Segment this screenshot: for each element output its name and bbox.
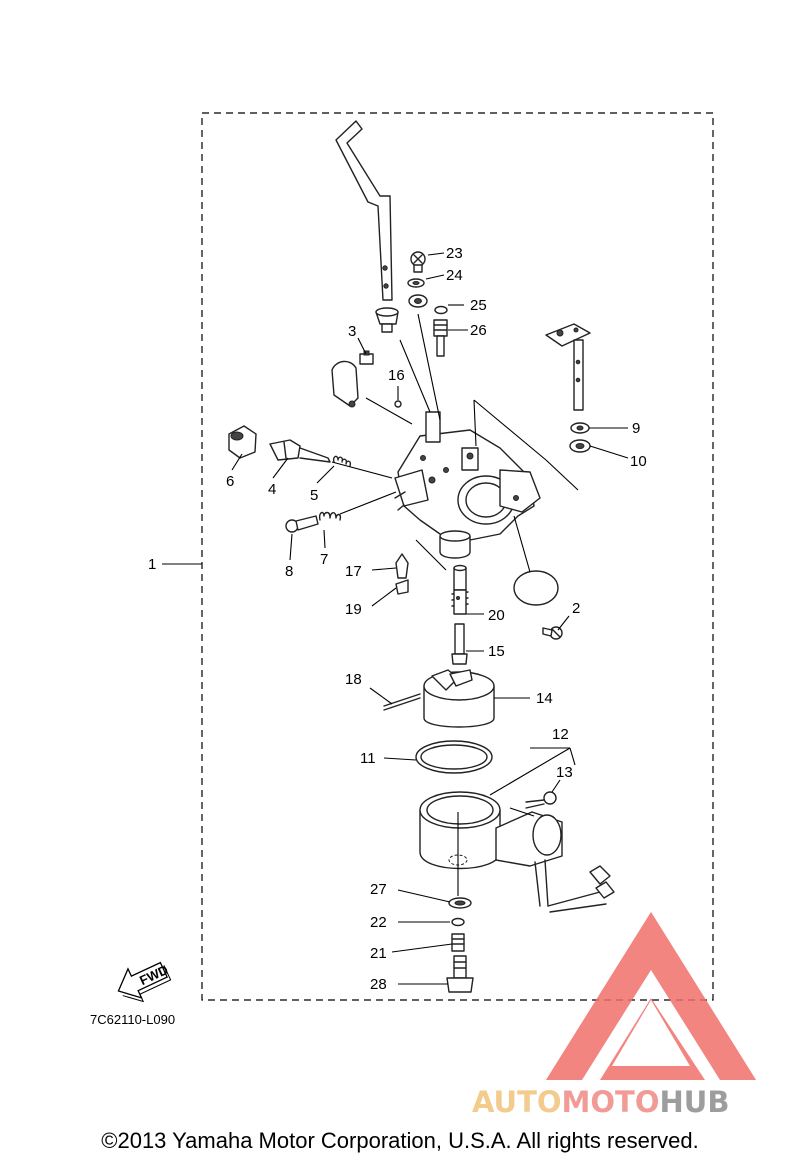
drawing-code: 7C62110-L090 bbox=[90, 1012, 175, 1027]
callout-18: 18 bbox=[345, 671, 362, 688]
callout-22: 22 bbox=[370, 914, 387, 931]
callout-7: 7 bbox=[320, 551, 328, 568]
callout-13: 13 bbox=[556, 764, 573, 781]
assembly-lines bbox=[331, 313, 579, 896]
washer-upper bbox=[408, 294, 428, 308]
screw-3 bbox=[359, 350, 374, 365]
choke-plate bbox=[331, 360, 359, 408]
cap-6 bbox=[228, 425, 257, 459]
assembly-boundary bbox=[201, 112, 714, 1001]
emulsion-tube-20 bbox=[451, 564, 469, 615]
needle-valve-17 bbox=[395, 553, 409, 579]
callout-5: 5 bbox=[310, 487, 318, 504]
throttle-lever bbox=[335, 120, 393, 301]
carburetor-body bbox=[394, 411, 541, 559]
callout-26: 26 bbox=[470, 322, 487, 339]
callout-14: 14 bbox=[536, 690, 553, 707]
spring-7 bbox=[318, 511, 342, 521]
clip-19 bbox=[395, 579, 409, 595]
copyright-notice: ©2013 Yamaha Motor Corporation, U.S.A. A… bbox=[101, 1128, 699, 1153]
drain-plug bbox=[375, 307, 399, 333]
spring-5 bbox=[332, 455, 352, 467]
callout-4: 4 bbox=[268, 481, 276, 498]
pin-18 bbox=[383, 693, 421, 711]
small-ball-16 bbox=[394, 400, 402, 408]
float-chamber-12 bbox=[419, 791, 563, 870]
callout-19: 19 bbox=[345, 601, 362, 618]
callout-23: 23 bbox=[446, 245, 463, 262]
callout-3: 3 bbox=[348, 323, 356, 340]
screw-23 bbox=[410, 251, 426, 273]
callout-28: 28 bbox=[370, 976, 387, 993]
callout-10: 10 bbox=[630, 453, 647, 470]
oring-22 bbox=[451, 917, 465, 927]
diaphragm-plate bbox=[513, 570, 559, 606]
callout-24: 24 bbox=[446, 267, 463, 284]
screw-13 bbox=[525, 791, 557, 809]
callout-6: 6 bbox=[226, 473, 234, 490]
callout-27: 27 bbox=[370, 881, 387, 898]
callout-8: 8 bbox=[285, 563, 293, 580]
callout-leaders bbox=[162, 252, 629, 985]
drain-bolt-28 bbox=[446, 955, 474, 993]
automotohub-logo: AUTOMOTOHUB bbox=[472, 912, 756, 1119]
logo-word-auto: AUTO bbox=[472, 1085, 562, 1119]
seal-9 bbox=[570, 422, 590, 434]
screw-8 bbox=[285, 515, 319, 533]
choke-shaft bbox=[545, 323, 591, 411]
callout-21: 21 bbox=[370, 945, 387, 962]
logo-word-moto: MOTO bbox=[562, 1085, 660, 1119]
gasket-11 bbox=[415, 740, 493, 774]
fwd-arrow-icon: FWD bbox=[117, 961, 172, 1003]
callout-17: 17 bbox=[345, 563, 362, 580]
callout-2: 2 bbox=[572, 600, 580, 617]
callout-16: 16 bbox=[388, 367, 405, 384]
oring-25 bbox=[434, 305, 448, 315]
needle-4 bbox=[269, 439, 331, 463]
callout-25: 25 bbox=[470, 297, 487, 314]
solenoid-wires bbox=[534, 859, 615, 913]
jet-21 bbox=[451, 933, 465, 952]
screw-2 bbox=[542, 626, 563, 640]
washer-24 bbox=[407, 278, 425, 288]
gasket-27 bbox=[448, 897, 472, 909]
callout-12: 12 bbox=[552, 726, 569, 743]
callout-15: 15 bbox=[488, 643, 505, 660]
callout-9: 9 bbox=[632, 420, 640, 437]
float-14 bbox=[423, 669, 495, 728]
jet-26 bbox=[433, 319, 448, 357]
logo-word-hub: HUB bbox=[660, 1085, 730, 1119]
svg-text:AUTOMOTOHUB: AUTOMOTOHUB bbox=[472, 1085, 729, 1119]
main-jet-15 bbox=[451, 623, 468, 665]
washer-10 bbox=[569, 439, 591, 453]
callout-11: 11 bbox=[360, 750, 376, 767]
callout-1: 1 bbox=[148, 556, 156, 573]
callout-20: 20 bbox=[488, 607, 505, 624]
fwd-label: FWD bbox=[137, 962, 170, 988]
